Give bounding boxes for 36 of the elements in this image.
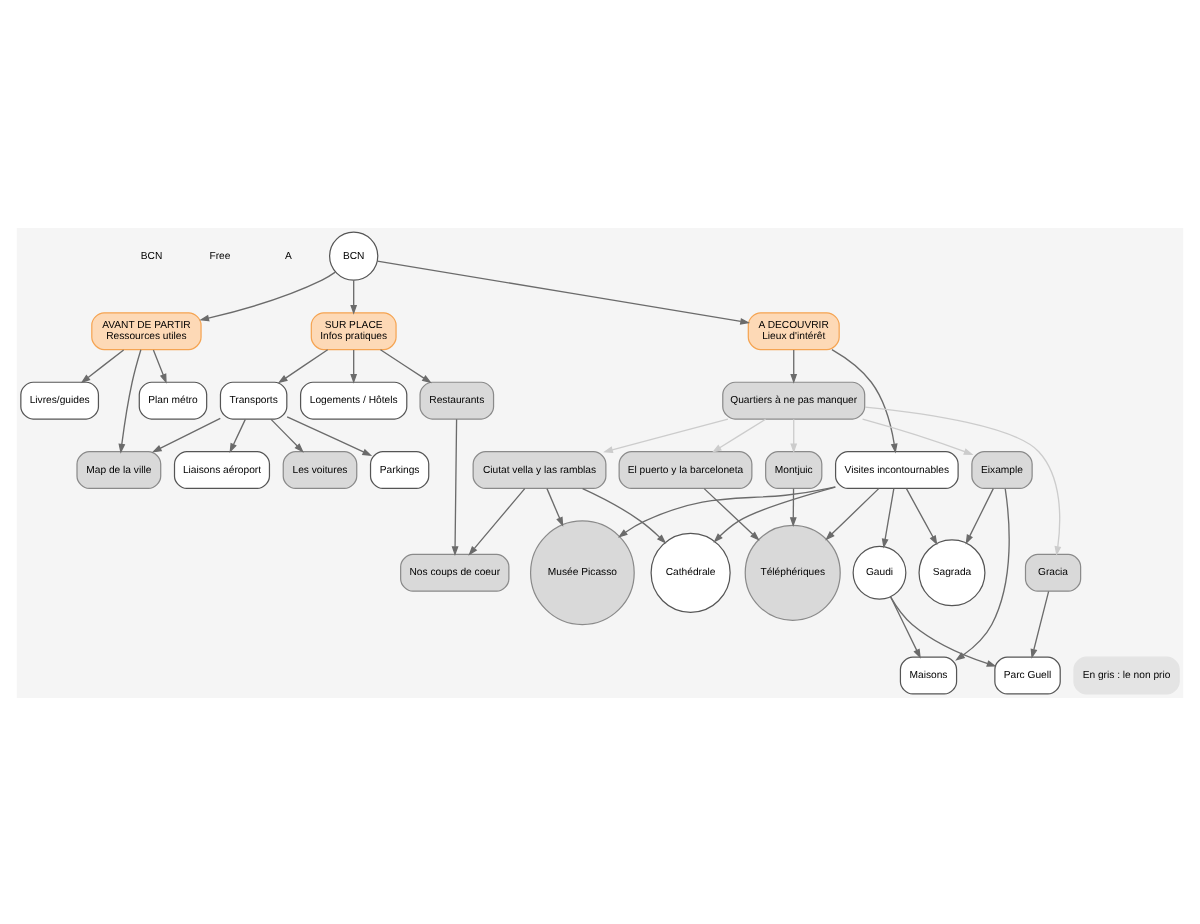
arrow: [199, 270, 336, 321]
arrow: [831, 347, 898, 453]
arrow: [881, 486, 895, 548]
arrow: [965, 486, 994, 544]
arrow: [152, 348, 167, 383]
arrow: [286, 415, 373, 456]
arrow: [350, 348, 358, 383]
arrow: [711, 417, 767, 452]
arrow: [1030, 589, 1050, 658]
arrow: [468, 486, 526, 555]
arrow: [151, 416, 221, 452]
arrow: [890, 595, 921, 658]
arrow: [825, 486, 880, 540]
arrow: [80, 348, 125, 383]
arrow: [703, 486, 760, 540]
arrow: [790, 417, 798, 453]
arrow: [889, 595, 997, 666]
arrow: [581, 486, 667, 543]
arrow: [617, 485, 837, 537]
arrow: [118, 348, 142, 453]
arrow: [451, 417, 459, 556]
arrow: [790, 348, 798, 383]
arrow: [379, 348, 432, 383]
arrow: [270, 417, 304, 452]
arrow: [376, 259, 751, 324]
arrow: [603, 417, 729, 452]
arrow: [789, 486, 797, 527]
arrow: [350, 278, 358, 314]
arrow: [861, 417, 974, 454]
arrow: [905, 486, 938, 545]
arrow: [277, 348, 329, 383]
arrow: [864, 405, 1062, 556]
arrow: [713, 485, 836, 542]
arrow: [955, 487, 1010, 660]
arrow: [546, 486, 564, 526]
arrow: [229, 417, 246, 453]
